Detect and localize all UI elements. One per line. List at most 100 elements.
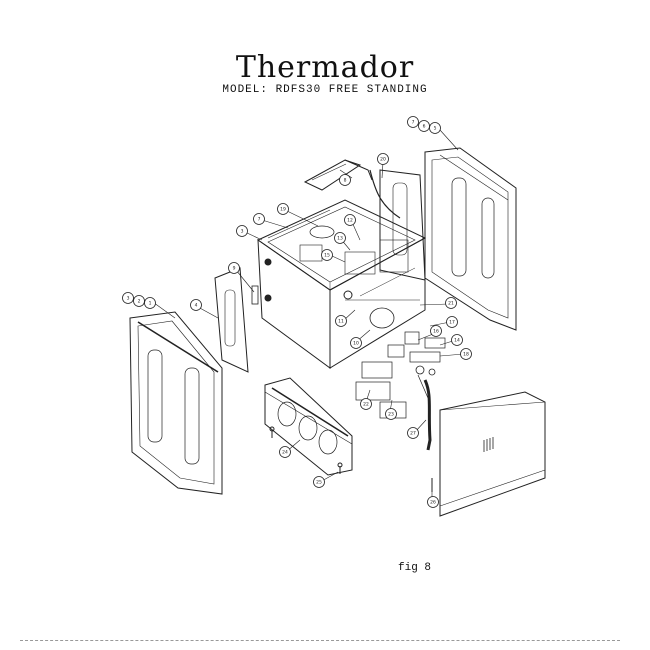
callout-number: 18 <box>463 352 469 358</box>
callout-circle <box>427 496 439 508</box>
callout-number: 11 <box>338 319 344 325</box>
callout-number: 2 <box>138 299 141 305</box>
left-front-panel <box>129 311 223 495</box>
callout-c-lower-1: 22 <box>360 398 372 410</box>
callout-circle <box>445 297 457 309</box>
callout-c-box-front: 11 <box>335 315 347 327</box>
callout-c-left-panel-a: 3 <box>122 292 134 304</box>
callout-c-leveler: 26 <box>427 496 439 508</box>
callout-circle <box>228 262 240 274</box>
callout-number: 13 <box>337 236 343 242</box>
callout-c-lower-3: 27 <box>407 427 419 439</box>
callout-circle <box>313 476 325 488</box>
callout-c-back-wire: 20 <box>377 153 389 165</box>
callout-circle <box>344 214 356 226</box>
callout-c-box-bottom: 10 <box>350 337 362 349</box>
callout-c-box-right-5: 18 <box>460 348 472 360</box>
callout-c-left-panel-c: 1 <box>144 297 156 309</box>
callout-number: 7 <box>412 120 415 126</box>
callout-c-right-panel-b: 6 <box>418 120 430 132</box>
callout-number: 15 <box>324 253 330 259</box>
callout-c-right-panel-c: 5 <box>429 122 441 134</box>
electrical-components <box>355 331 446 451</box>
model-line: MODEL: RDFS30 FREE STANDING <box>222 84 428 96</box>
callout-circle <box>430 325 442 337</box>
callout-number: 9 <box>233 266 236 272</box>
callout-circle <box>321 249 333 261</box>
callout-circle <box>407 116 419 128</box>
callout-c-box-right-3: 16 <box>430 325 442 337</box>
callout-circle <box>446 316 458 328</box>
callout-circle <box>236 225 248 237</box>
callout-c-left-side: 4 <box>190 299 202 311</box>
callout-number: 6 <box>423 124 426 130</box>
callout-number: 1 <box>149 301 152 307</box>
callout-number: 12 <box>347 218 353 224</box>
callout-c-foot: 25 <box>313 476 325 488</box>
callout-c-right-panel-a: 7 <box>407 116 419 128</box>
callout-c-top-vent: 8 <box>339 174 351 186</box>
callout-c-top-cluster-1: 12 <box>344 214 356 226</box>
callout-number: 4 <box>195 303 198 309</box>
callout-number: 16 <box>433 329 439 335</box>
back-panel <box>379 169 426 281</box>
callout-c-top-cluster-3: 15 <box>321 249 333 261</box>
bottom-rule <box>20 640 620 641</box>
oven-box <box>256 199 427 369</box>
callout-c-drawer: 24 <box>279 446 291 458</box>
callout-circle <box>460 348 472 360</box>
right-side-panel <box>424 147 517 331</box>
callout-c-top-cluster-2: 13 <box>334 232 346 244</box>
left-side-panel <box>214 267 259 373</box>
callout-c-left-hinge: 9 <box>228 262 240 274</box>
callout-number: 7 <box>258 217 261 223</box>
callout-number: 19 <box>280 207 286 213</box>
callout-circle <box>190 299 202 311</box>
base-kick-panel <box>431 391 546 517</box>
callout-circle <box>377 153 389 165</box>
callout-number: 20 <box>380 157 386 163</box>
callout-circle <box>144 297 156 309</box>
top-vent-trim <box>303 159 373 191</box>
callout-c-box-right-1: 21 <box>445 297 457 309</box>
brand-title: Thermador <box>235 50 415 85</box>
figure-label: fig 8 <box>398 562 432 574</box>
callout-number: 23 <box>388 412 394 418</box>
callout-circle <box>385 408 397 420</box>
callout-number: 8 <box>344 178 347 184</box>
callout-circle <box>451 334 463 346</box>
callout-number: 17 <box>449 320 455 326</box>
callout-c-top-left-1: 3 <box>236 225 248 237</box>
callout-circle <box>360 398 372 410</box>
drawer-panel <box>264 377 353 476</box>
callout-number: 27 <box>410 431 416 437</box>
callout-number: 14 <box>454 338 460 344</box>
callout-c-left-panel-b: 2 <box>133 295 145 307</box>
callout-number: 22 <box>363 402 369 408</box>
callout-circle <box>279 446 291 458</box>
callout-c-top-left-2: 7 <box>253 213 265 225</box>
callout-circle <box>407 427 419 439</box>
callout-number: 24 <box>282 450 288 456</box>
callout-circle <box>335 315 347 327</box>
callout-c-lower-2: 23 <box>385 408 397 420</box>
callout-c-box-right-4: 14 <box>451 334 463 346</box>
callout-number: 21 <box>448 301 454 307</box>
callout-number: 5 <box>434 126 437 132</box>
callout-number: 3 <box>127 296 130 302</box>
callout-number: 25 <box>316 480 322 486</box>
callout-number: 3 <box>241 229 244 235</box>
callout-circle <box>277 203 289 215</box>
callout-number: 10 <box>353 341 359 347</box>
callout-c-top-center: 19 <box>277 203 289 215</box>
callout-c-box-right-2: 17 <box>446 316 458 328</box>
callout-circle <box>350 337 362 349</box>
callout-circle <box>253 213 265 225</box>
callout-number: 26 <box>430 500 436 506</box>
callout-circle <box>429 122 441 134</box>
back-wire <box>369 169 401 219</box>
callout-circle <box>334 232 346 244</box>
